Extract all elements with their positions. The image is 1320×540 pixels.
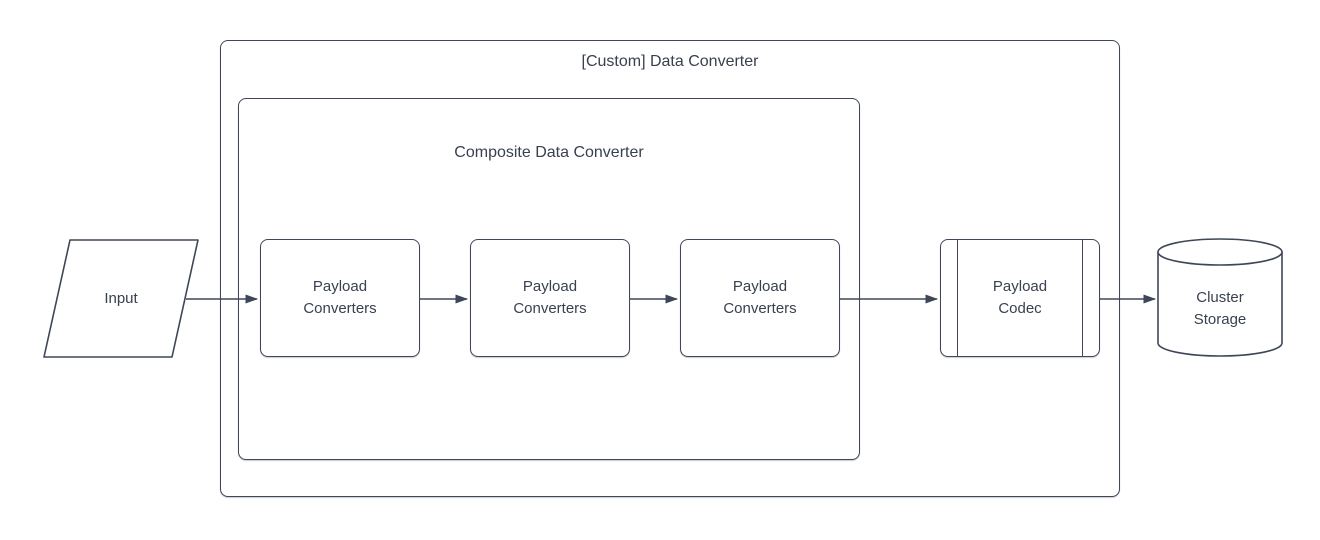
node-payload-converters-2: Payload Converters: [470, 239, 630, 357]
node-cluster-storage: Cluster Storage: [1157, 263, 1283, 355]
node-cluster-storage-label: Cluster Storage: [1193, 289, 1247, 328]
node-payload-converters-1: Payload Converters: [260, 239, 420, 357]
group-composite-data-converter-title: Composite Data Converter: [454, 144, 644, 161]
node-input: Input: [44, 240, 198, 357]
node-payload-converters-3: Payload Converters: [680, 239, 840, 357]
node-payload-codec-label: Payload Codec: [992, 278, 1048, 317]
node-payload-converters-1-label: Payload Converters: [303, 278, 377, 317]
input-parallelogram-shape: [43, 239, 199, 358]
node-payload-codec: Payload Codec: [940, 239, 1100, 357]
node-payload-converters-2-label: Payload Converters: [513, 278, 587, 317]
node-input-label: Input: [104, 289, 138, 307]
cluster-storage-cylinder-shape: [1157, 238, 1283, 357]
node-payload-converters-3-label: Payload Converters: [723, 278, 797, 317]
group-custom-data-converter-title: [Custom] Data Converter: [581, 53, 759, 70]
